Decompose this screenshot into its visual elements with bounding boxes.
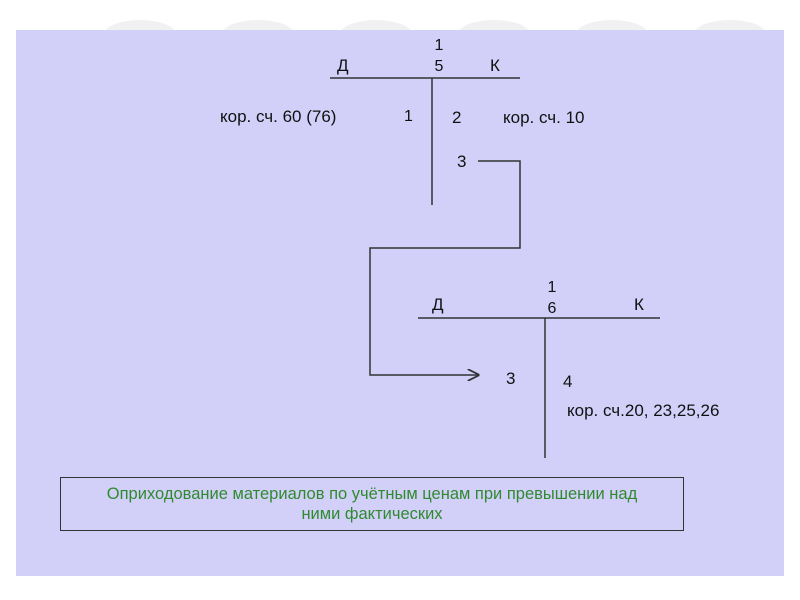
- account-16-credit-label: К: [634, 295, 644, 314]
- note-text: Оприходование материалов по учётным цена…: [106, 485, 638, 523]
- account-16-credit-corr: кор. сч.20, 23,25,26: [567, 401, 720, 420]
- account-16-debit-entry-3: 3: [506, 369, 516, 388]
- account-15-number-digit-1: 1: [434, 37, 444, 54]
- note-box: Оприходование материалов по учётным цена…: [60, 477, 684, 531]
- account-16-number-digit-2: 6: [547, 300, 557, 317]
- account-16-number-digit-1: 1: [547, 279, 557, 296]
- account-15-debit-entry-1: 1: [404, 108, 413, 125]
- account-15-credit-entry-3: 3: [457, 152, 467, 171]
- account-15-debit-label: Д: [337, 56, 349, 75]
- account-15-credit-corr: кор. сч. 10: [503, 108, 585, 127]
- account-15-credit-entry-2: 2: [452, 108, 462, 127]
- transfer-arrow: [369, 160, 521, 375]
- account-16-credit-entry-4: 4: [563, 372, 573, 391]
- account-15-credit-label: К: [490, 56, 500, 75]
- account-16-debit-label: Д: [432, 295, 444, 314]
- account-15-number-digit-2: 5: [434, 58, 444, 75]
- slide-panel: [16, 30, 784, 576]
- account-15-debit-corr: кор. сч. 60 (76): [220, 107, 337, 126]
